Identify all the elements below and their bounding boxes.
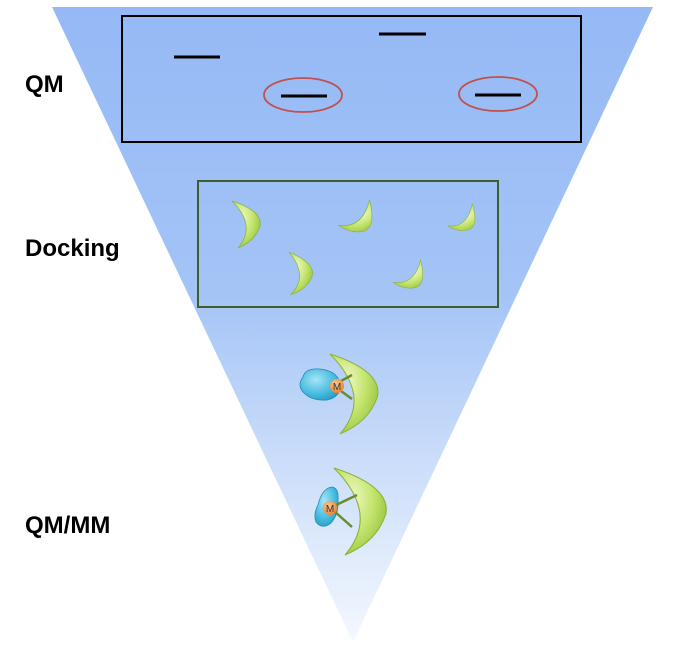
highlight-ellipse [458,76,538,112]
energy-levels [174,32,521,98]
bond-line [340,373,353,383]
highlight-ellipse [263,77,343,113]
complex-pose-1: M [299,353,379,435]
bond-line [333,510,353,528]
blob-shape-icon [299,368,341,401]
metal-atom-icon [323,501,337,515]
stage-label-qmmm: QM/MM [25,512,111,539]
metal-atom-icon [330,379,344,393]
docking-stage-box [197,180,499,308]
metal-label: M [333,382,341,393]
qm-stage-box [121,15,582,143]
metal-label: M [326,504,334,515]
funnel-triangle [52,7,653,642]
stage-label-docking: Docking [25,235,120,262]
complex-pose-2: M [314,467,388,556]
bond-line [340,389,353,401]
stage-label-qm: QM [25,71,64,98]
bond-line [333,493,358,508]
